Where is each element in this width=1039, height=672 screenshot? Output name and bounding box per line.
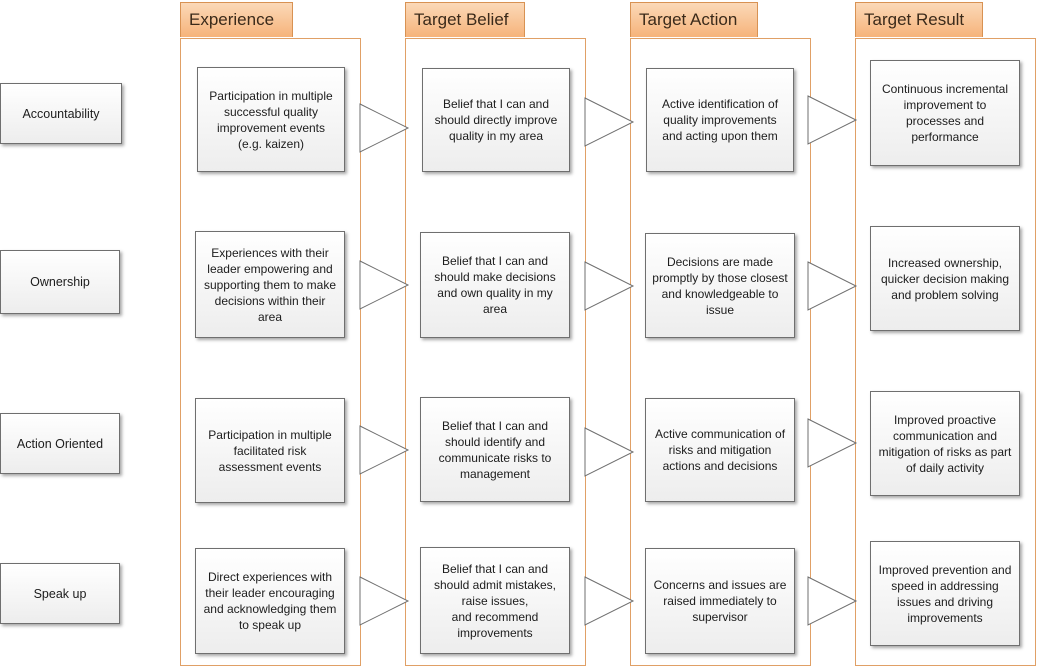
result-box-accountability: Continuous incremental improvement to pr…: [870, 60, 1020, 166]
belief-box-ownership: Belief that I can and should make decisi…: [420, 232, 570, 338]
result-box-action-oriented: Improved proactive communication and mit…: [870, 391, 1020, 496]
action-box-accountability: Active identification of quality improve…: [646, 68, 794, 172]
row-label-ownership: Ownership: [0, 250, 120, 314]
action-box-action-oriented: Active communication of risks and mitiga…: [645, 398, 795, 502]
arrow-icon: [359, 103, 410, 153]
arrow-icon: [807, 95, 858, 145]
arrow-icon: [807, 418, 858, 468]
arrow-icon: [359, 260, 410, 310]
experience-box-speak-up: Direct experiences with their leader enc…: [195, 548, 345, 654]
row-label-accountability: Accountability: [0, 83, 122, 144]
column-header-target-result: Target Result: [855, 2, 983, 37]
arrow-icon: [584, 97, 635, 147]
row-label-action-oriented: Action Oriented: [0, 413, 120, 474]
belief-box-action-oriented: Belief that I can and should identify an…: [420, 397, 570, 502]
arrow-icon: [584, 576, 635, 626]
arrow-icon: [807, 261, 858, 311]
action-box-ownership: Decisions are made promptly by those clo…: [645, 233, 795, 338]
experience-box-ownership: Experiences with their leader empowering…: [195, 231, 345, 338]
action-box-speak-up: Concerns and issues are raised immediate…: [645, 548, 795, 654]
arrow-icon: [584, 427, 635, 477]
result-box-ownership: Increased ownership, quicker decision ma…: [870, 226, 1020, 331]
arrow-icon: [359, 425, 410, 475]
column-header-target-action: Target Action: [630, 2, 758, 37]
result-box-speak-up: Improved prevention and speed in address…: [870, 541, 1020, 646]
belief-box-accountability: Belief that I can and should directly im…: [422, 68, 570, 172]
belief-box-speak-up: Belief that I can and should admit mista…: [420, 547, 570, 654]
arrow-icon: [359, 576, 410, 626]
row-label-speak-up: Speak up: [0, 563, 120, 624]
experience-box-accountability: Participation in multiple successful qua…: [197, 67, 345, 172]
column-header-experience: Experience: [180, 2, 293, 37]
arrow-icon: [807, 576, 858, 626]
experience-box-action-oriented: Participation in multiple facilitated ri…: [195, 398, 345, 503]
arrow-icon: [584, 261, 635, 311]
column-header-target-belief: Target Belief: [405, 2, 525, 37]
